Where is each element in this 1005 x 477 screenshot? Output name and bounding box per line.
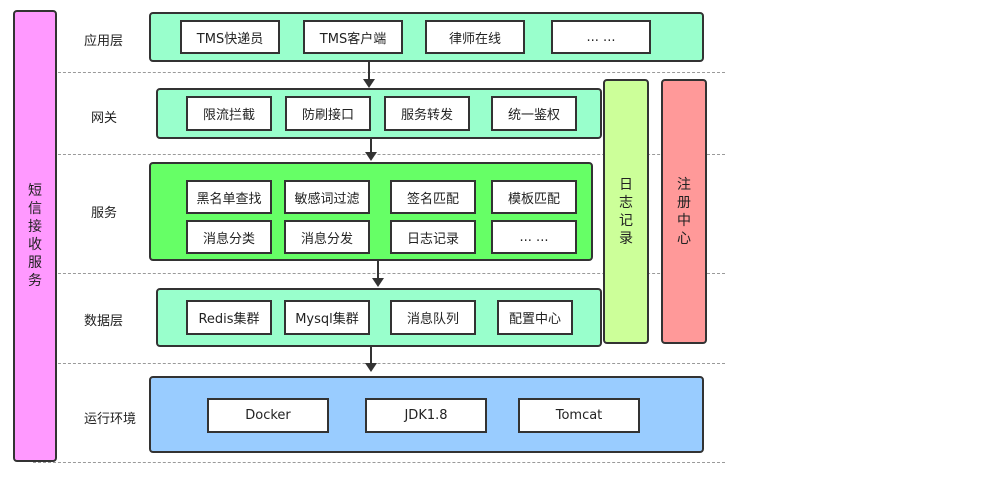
data-item-redis-cluster: Redis集群 xyxy=(186,300,272,335)
data-item-mysql-cluster: Mysql集群 xyxy=(284,300,370,335)
sms-service-label: 短信接收服务 xyxy=(28,183,42,289)
service-layer-label: 服务 xyxy=(91,206,118,221)
arrow-data-to-runtime xyxy=(365,347,377,372)
arrow-service-to-data xyxy=(372,261,384,287)
gateway-item-auth: 统一鉴权 xyxy=(491,96,577,131)
service-item-message-classify: 消息分类 xyxy=(186,220,272,254)
layer-separator-5 xyxy=(33,462,725,463)
layer-separator-4 xyxy=(33,363,725,364)
data-layer-label: 数据层 xyxy=(84,314,124,329)
app-layer-label: 应用层 xyxy=(84,34,124,49)
gateway-layer-label: 网关 xyxy=(91,111,118,126)
layer-separator-2 xyxy=(33,154,725,155)
sms-service-bar: 短信接收服务 xyxy=(13,10,57,462)
runtime-layer-label: 运行环境 xyxy=(84,412,137,427)
gateway-item-anti-abuse: 防刷接口 xyxy=(285,96,371,131)
app-item-tms-courier: TMS快递员 xyxy=(180,20,280,54)
log-record-bar: 日志记录 xyxy=(603,79,649,344)
registry-center-label: 注册中心 xyxy=(677,176,691,247)
registry-center-bar: 注册中心 xyxy=(661,79,707,344)
service-item-signature-match: 签名匹配 xyxy=(390,180,476,214)
layer-separator-3 xyxy=(33,273,725,274)
runtime-item-tomcat: Tomcat xyxy=(518,398,640,433)
data-item-message-queue: 消息队列 xyxy=(390,300,476,335)
data-item-config-center: 配置中心 xyxy=(497,300,573,335)
runtime-item-jdk: JDK1.8 xyxy=(365,398,487,433)
app-item-tms-client: TMS客户端 xyxy=(303,20,403,54)
log-record-label: 日志记录 xyxy=(619,176,633,247)
service-item-log-record: 日志记录 xyxy=(390,220,476,254)
arrow-app-to-gateway xyxy=(363,62,375,88)
gateway-item-rate-limit: 限流拦截 xyxy=(186,96,272,131)
arrow-gateway-to-service xyxy=(365,139,377,161)
service-item-blacklist: 黑名单查找 xyxy=(186,180,272,214)
app-item-more: ... ... xyxy=(551,20,651,54)
layer-separator-1 xyxy=(33,72,725,73)
service-item-sensitive-filter: 敏感词过滤 xyxy=(284,180,370,214)
service-item-more: ... ... xyxy=(491,220,577,254)
runtime-item-docker: Docker xyxy=(207,398,329,433)
service-item-template-match: 模板匹配 xyxy=(491,180,577,214)
app-item-lawyer-online: 律师在线 xyxy=(425,20,525,54)
service-item-message-dispatch: 消息分发 xyxy=(284,220,370,254)
gateway-item-forward: 服务转发 xyxy=(384,96,470,131)
